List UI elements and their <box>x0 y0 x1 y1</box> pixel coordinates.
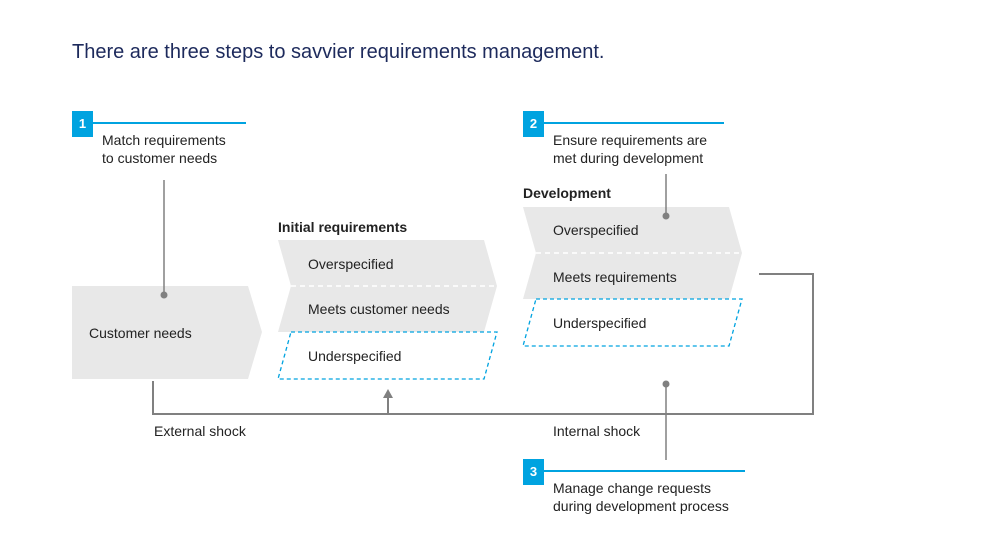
initial-underspecified-shape <box>277 331 498 380</box>
feedback-loop-line <box>152 273 814 415</box>
step-2-text-line-1: Ensure requirements are <box>553 132 708 148</box>
dev-meets-label: Meets requirements <box>553 269 677 285</box>
dev-overspecified-shape <box>523 207 742 253</box>
external-shock-arrowhead <box>383 389 393 398</box>
step-2-badge: 2 <box>523 111 544 137</box>
step-2-text-line-2: met during development <box>553 150 704 166</box>
dev-meets-shape <box>523 253 742 299</box>
step-2-dot <box>662 212 670 220</box>
step-1-text-line-1: Match requirements <box>102 132 226 148</box>
external-shock-label: External shock <box>154 423 246 439</box>
step-3-badge: 3 <box>523 459 544 485</box>
step-3-text-line-2: during development process <box>553 498 729 514</box>
development-heading: Development <box>523 185 611 201</box>
initial-requirements-heading: Initial requirements <box>278 219 408 235</box>
dev-underspecified-shape <box>522 298 743 347</box>
initial-meets-label: Meets customer needs <box>308 301 450 317</box>
step-1-dot <box>160 291 168 299</box>
dev-underspecified-label: Underspecified <box>553 315 647 331</box>
step-3-dot <box>662 380 670 388</box>
initial-overspecified-label: Overspecified <box>308 256 394 272</box>
internal-shock-label: Internal shock <box>553 423 641 439</box>
page-title: There are three steps to savvier require… <box>72 41 605 63</box>
initial-meets-shape <box>278 286 497 332</box>
initial-underspecified-label: Underspecified <box>308 348 402 364</box>
step-1-text-line-2: to customer needs <box>102 150 218 166</box>
customer-needs-shape <box>72 286 262 379</box>
initial-overspecified-shape <box>278 240 497 286</box>
dev-overspecified-label: Overspecified <box>553 222 639 238</box>
step-1-badge: 1 <box>72 111 93 137</box>
step-3-text-line-1: Manage change requests <box>553 480 711 496</box>
customer-needs-label: Customer needs <box>89 325 192 341</box>
